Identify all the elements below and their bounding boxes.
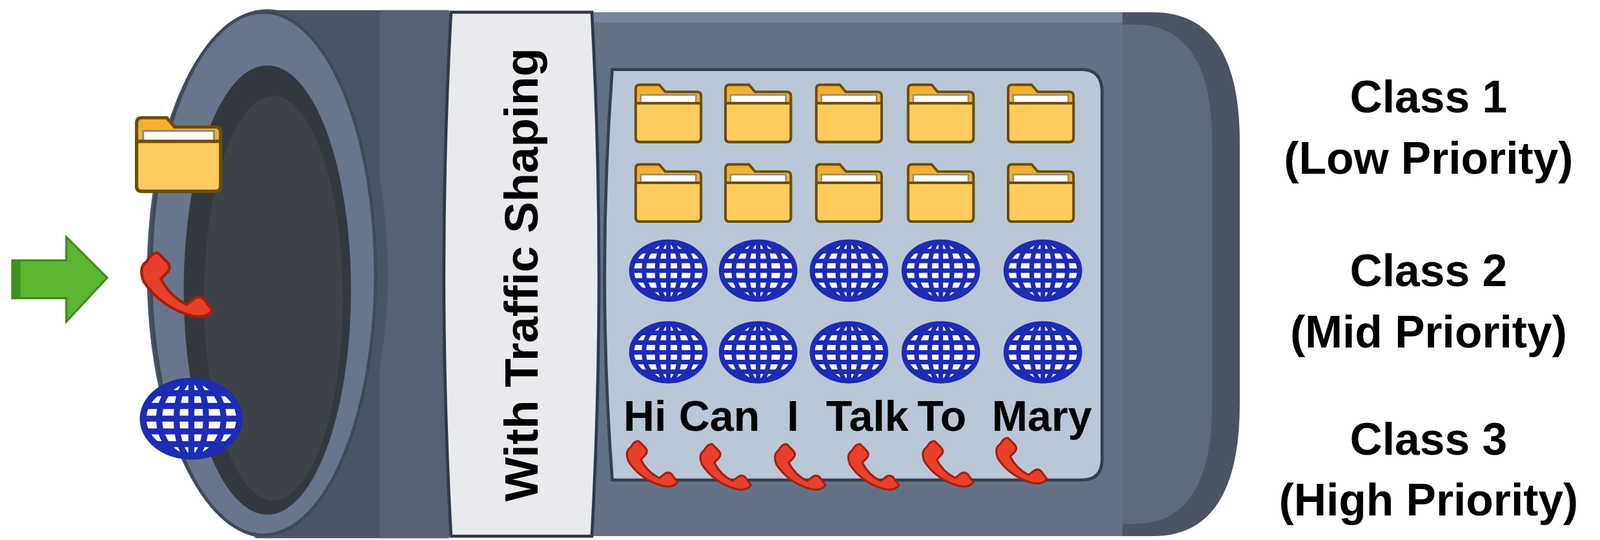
wrap-spacer <box>1260 407 1322 410</box>
globe-icon <box>627 319 709 385</box>
phone-icon <box>922 440 974 487</box>
priority-class-label: Class 1 (Low Priority) <box>1283 71 1573 183</box>
priority-class-label: Class 2 (Mid Priority) <box>1290 244 1568 356</box>
message-word: To <box>880 394 1003 438</box>
globe-icon <box>627 237 709 303</box>
folder-icon <box>908 84 974 142</box>
folder-icon <box>908 164 974 223</box>
wrap-spacer <box>1260 66 1322 68</box>
folder-icon <box>816 84 882 142</box>
shaping-band: With Traffic Shaping <box>436 10 606 538</box>
wrap-spacer <box>1535 407 1597 410</box>
folder-icon <box>1008 164 1074 223</box>
folder-icon <box>725 164 791 223</box>
globe-icon <box>899 237 982 303</box>
folder-icon <box>635 164 701 223</box>
folder-icon <box>1008 84 1074 142</box>
phone-icon <box>775 444 826 490</box>
input-arrow-shade <box>12 260 21 298</box>
globe-icon <box>808 237 890 303</box>
band-shape <box>444 12 599 536</box>
globe-icon <box>717 319 799 385</box>
phone-icon <box>626 440 678 487</box>
folder-icon <box>816 164 882 223</box>
folder-icon <box>136 117 221 192</box>
class-label-box: Class 3 (High Priority) <box>1260 407 1598 531</box>
phone-icon <box>141 252 213 317</box>
folder-icon <box>725 84 791 142</box>
globe-icon <box>808 319 890 385</box>
band-title: With Traffic Shaping <box>497 47 545 501</box>
globe-icon <box>899 319 982 385</box>
globe-icon <box>137 375 245 462</box>
wrap-spacer <box>1535 66 1597 68</box>
message-word: Talk <box>806 394 929 438</box>
class-label-box: Class 2 (Mid Priority) <box>1260 240 1598 363</box>
phone-icon <box>700 444 751 490</box>
wrap-spacer <box>1535 240 1597 242</box>
pipe-collar-shade <box>379 10 450 538</box>
class-label-box: Class 1 (Low Priority) <box>1260 66 1598 190</box>
globe-icon <box>1002 319 1084 385</box>
message-word: Mary <box>970 394 1114 438</box>
message-word: Can <box>658 394 781 438</box>
phone-icon <box>848 444 899 490</box>
wrap-spacer <box>1260 240 1322 242</box>
globe-icon <box>717 237 799 303</box>
folder-icon <box>635 84 701 142</box>
priority-class-label: Class 3 (High Priority) <box>1278 413 1579 525</box>
input-arrow <box>12 236 108 322</box>
globe-icon <box>1002 237 1084 303</box>
phone-icon <box>996 437 1047 484</box>
